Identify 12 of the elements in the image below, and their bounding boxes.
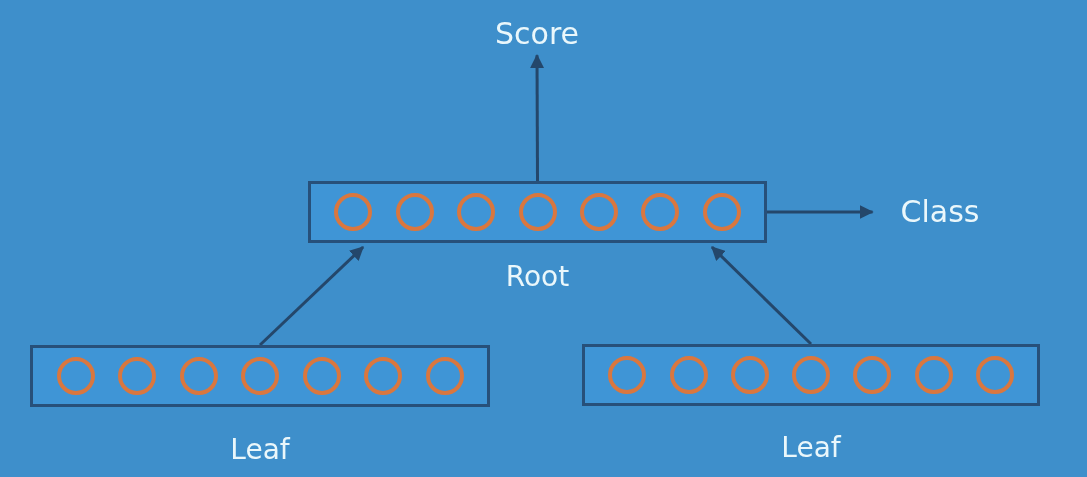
- vector-box: [582, 344, 1040, 406]
- arrow: [767, 205, 874, 219]
- arrow: [258, 245, 365, 347]
- vector-caption: Leaf: [781, 431, 841, 465]
- vector-box: [308, 181, 767, 243]
- output-label: Class: [900, 194, 980, 230]
- vector-box: [30, 345, 490, 407]
- arrow: [710, 245, 813, 346]
- vector-caption: Leaf: [230, 433, 290, 467]
- output-label: Score: [495, 16, 579, 52]
- arrow: [530, 54, 545, 181]
- vector-caption: Root: [505, 260, 570, 294]
